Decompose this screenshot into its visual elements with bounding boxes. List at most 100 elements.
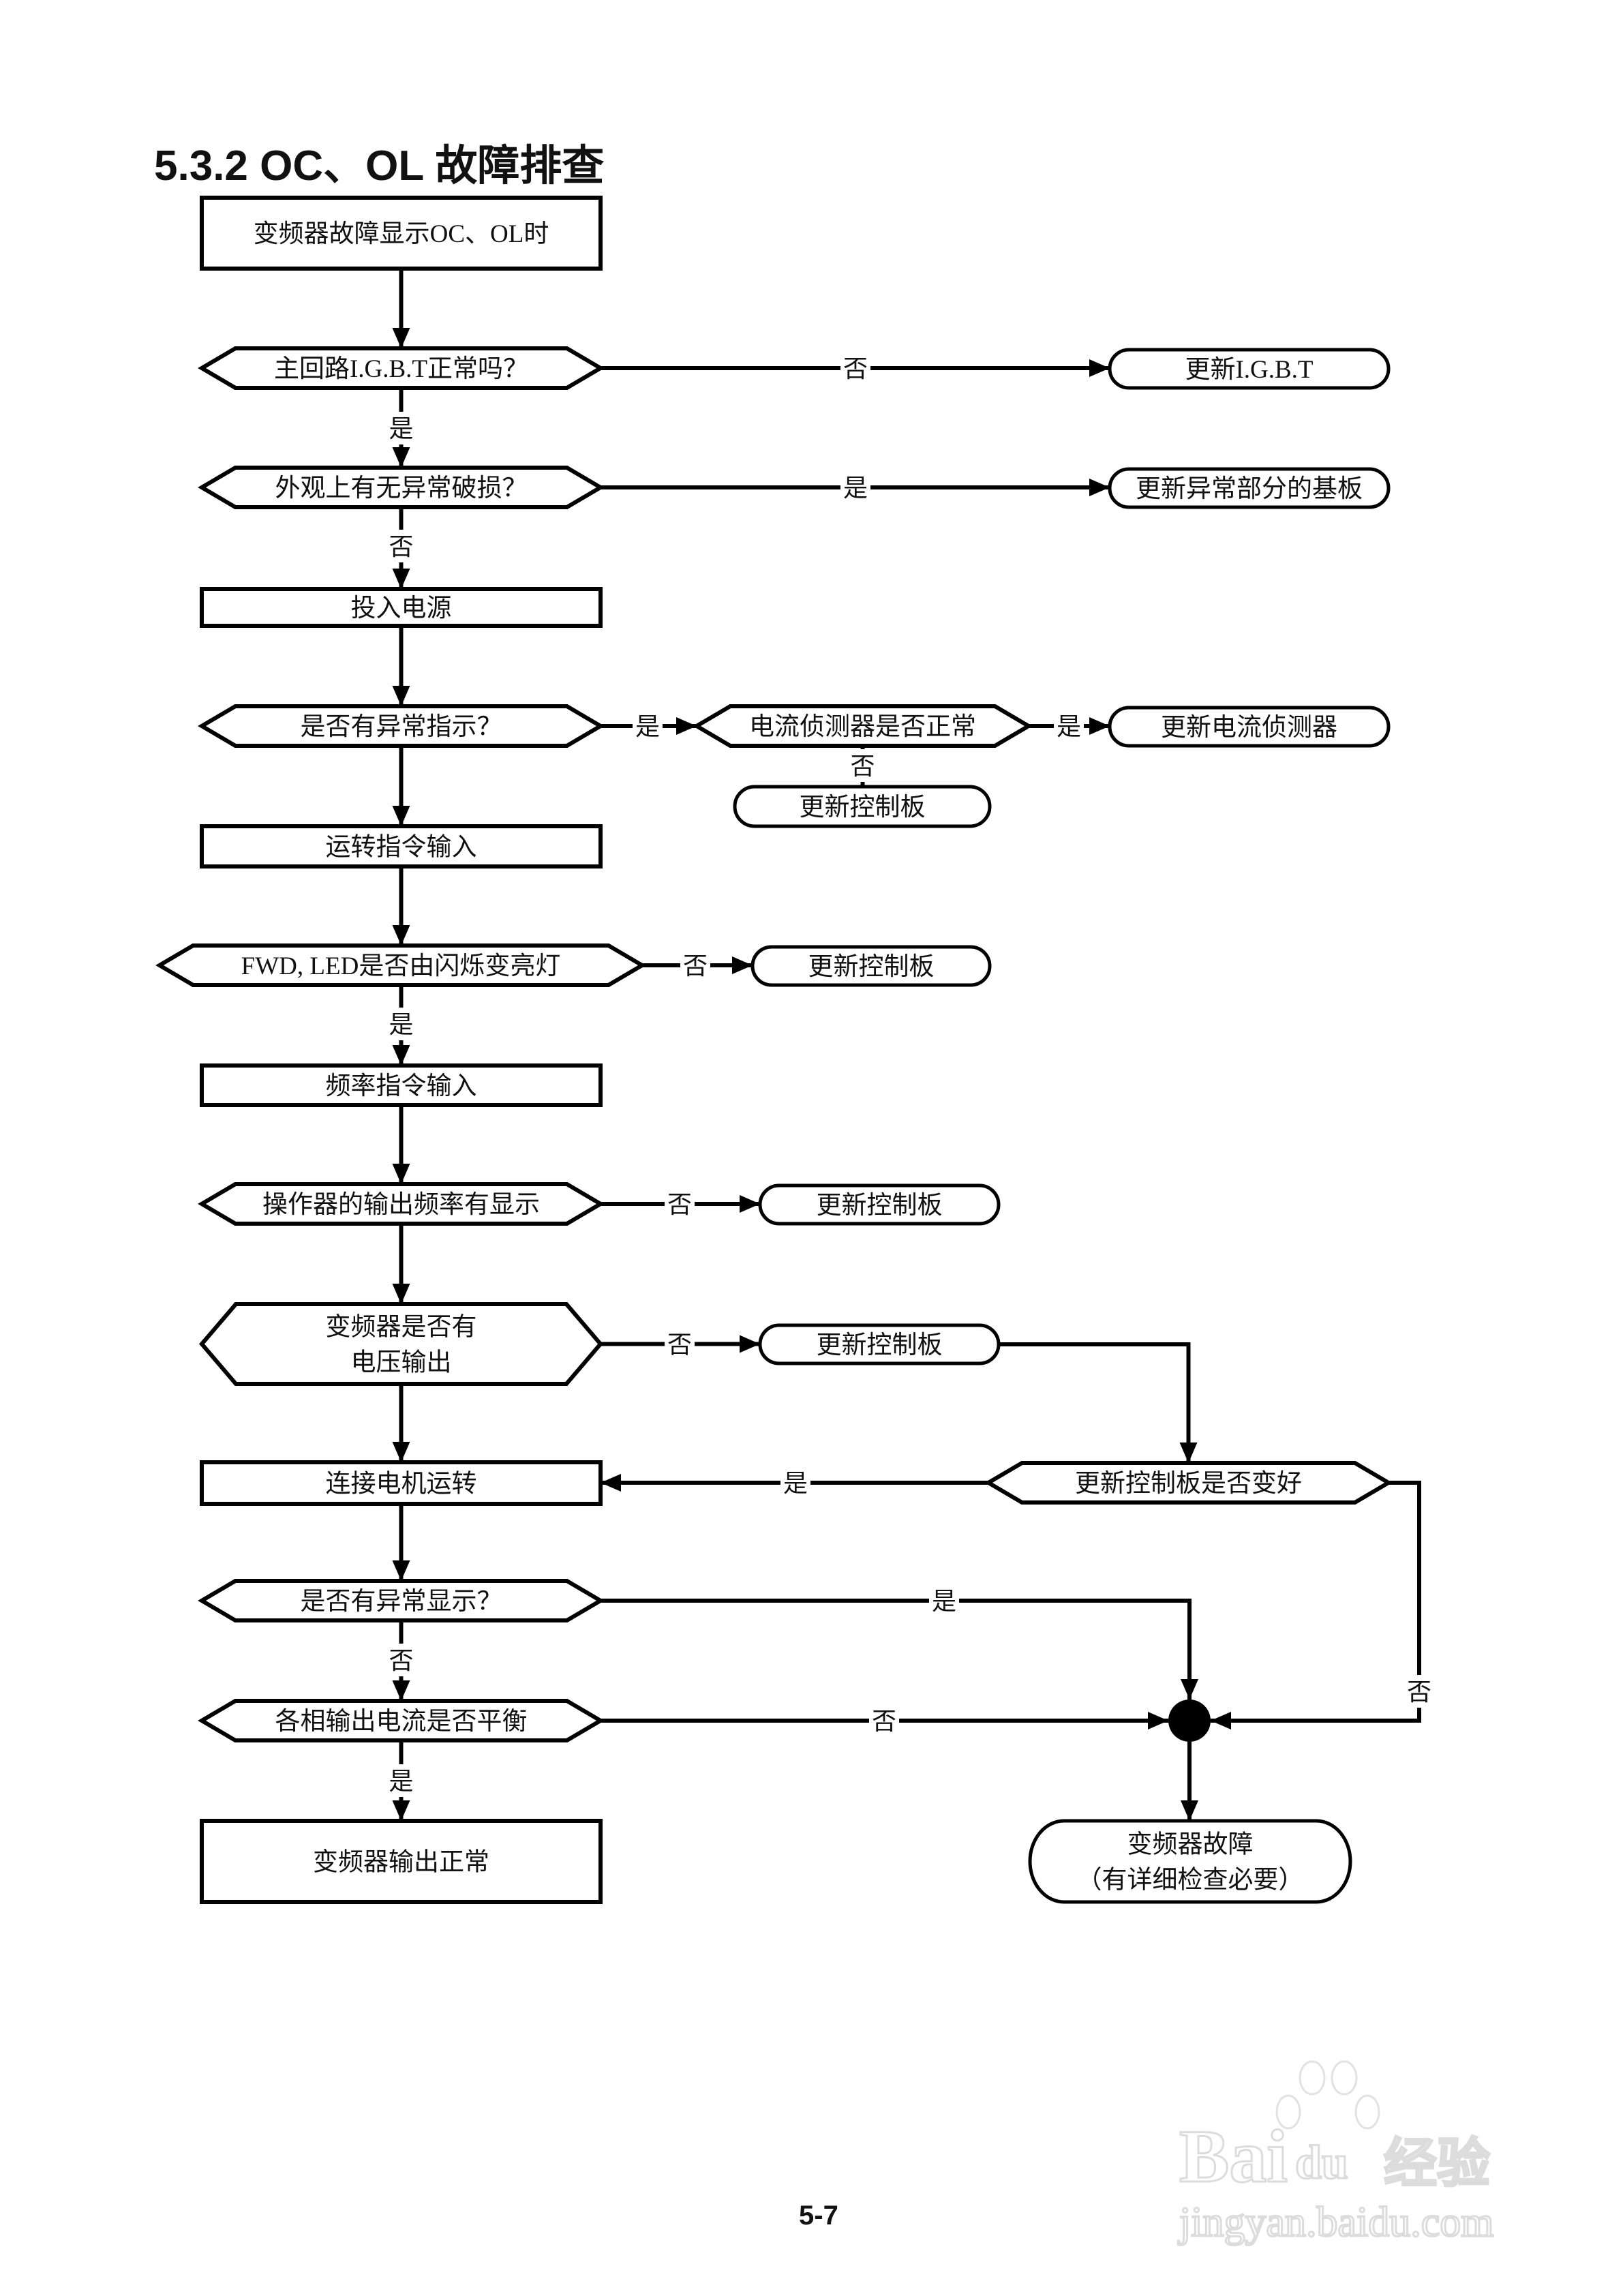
node-label: 是否有异常指示？ [301,713,502,741]
edge-label-bg [665,1327,695,1361]
arrowhead-icon [1089,717,1110,735]
node-label: 操作器的输出频率有显示 [262,1190,540,1219]
flow-node-p-ok: 变频器输出正常 [200,1819,603,1904]
edge-label-bg [847,749,878,782]
arrowhead-icon [392,1164,410,1184]
page-number: 5-7 [799,2201,838,2231]
arrowhead-icon [392,1045,410,1066]
node-label: 更新控制板 [817,1331,943,1359]
flow-node-d-indicator: 是否有异常指示？ [198,704,605,748]
node-label: 更新异常部分的基板 [1136,474,1363,503]
edge-label: 否 [389,1647,413,1674]
arrowhead-icon [676,717,697,735]
node-label: 变频器是否有 [326,1313,477,1342]
node-label: 投入电源 [351,594,452,622]
connector-line [1211,1481,1421,1723]
flow-node-t-igbt: 更新I.G.B.T [1108,348,1391,390]
edge-label: 否 [843,355,868,382]
connector-line [601,1599,1192,1700]
process-box [200,196,603,271]
node-label: 更新控制板 [817,1191,943,1220]
flow-node-p-power: 投入电源 [200,587,603,628]
arrowhead-icon [392,925,410,946]
edge-label-bg [665,1188,695,1220]
flow-node-d-better: 更新控制板是否变好 [984,1461,1393,1505]
node-label: 更新电流侦测器 [1161,713,1337,742]
edge-labels-layer: 否是是否是是否否是否否是否是否否是 [386,352,1434,1797]
arrowhead-icon [392,1284,410,1304]
edge-label: 否 [667,1191,692,1218]
node-label: 频率指令输入 [326,1072,477,1100]
process-box [200,1063,603,1107]
flow-node-d-abnormal: 是否有异常显示？ [198,1579,605,1622]
arrowhead-icon [740,1195,760,1213]
flow-node-t-ctrl1: 更新控制板 [733,785,992,828]
node-label: 变频器故障显示OC、OL时 [254,220,549,248]
edge-label-bg [386,1008,416,1040]
edge-label-bg [840,471,870,504]
flow-node-junction [1168,1700,1211,1742]
node-label: 电压输出 [351,1348,452,1377]
node-label: 更新控制板 [800,793,926,821]
flow-node-d-fwd: FWD, LED是否由闪烁变亮灯 [155,943,646,987]
decision-hexagon [198,1579,605,1622]
terminal-pill [1028,1819,1352,1904]
edge-label: 是 [783,1470,808,1497]
edge-label: 是 [389,1011,413,1038]
arrowhead-icon [601,1474,621,1492]
edge-better-no [1211,1481,1421,1729]
arrowhead-icon [1089,359,1110,377]
connector-line [999,1342,1191,1463]
node-label: 运转指令输入 [326,833,477,862]
edge-power-to-indicator [392,626,410,706]
flow-node-t-board: 更新异常部分的基板 [1108,467,1391,509]
node-label: （有详细检查必要） [1077,1866,1304,1894]
decision-hexagon [199,1302,603,1386]
edge-label: 是 [1057,713,1081,740]
edge-label-bg [633,710,663,742]
edge-abnormal-yes [601,1599,1198,1700]
section-title: 5.3.2 OC、OL 故障排查 [154,142,605,190]
edge-junction-to-fault [1181,1742,1198,1821]
flow-node-p-run: 运转指令输入 [200,824,603,868]
flow-node-p-freq: 频率指令输入 [200,1063,603,1107]
decision-hexagon [198,704,605,748]
arrowhead-icon [392,1800,410,1821]
edge-voltage-to-motor [392,1384,410,1462]
decision-hexagon [198,466,605,509]
edge-label-bg [386,1764,416,1797]
arrowhead-icon [1181,1679,1198,1700]
flow-node-p-motor: 连接电机运转 [200,1460,603,1506]
process-box [200,587,603,628]
arrowhead-icon [392,569,410,589]
decision-hexagon [693,704,1033,748]
arrowhead-icon [1089,479,1110,496]
flow-node-d-balance: 各相输出电流是否平衡 [198,1699,605,1742]
edge-motor-to-abnormal [392,1504,410,1581]
edge-label: 是 [389,415,413,442]
node-label: FWD, LED是否由闪烁变亮灯 [241,952,561,980]
terminal-pill [1108,467,1391,509]
flow-node-start: 变频器故障显示OC、OL时 [200,196,603,271]
edge-label: 否 [872,1708,896,1735]
process-box [200,824,603,868]
arrowhead-icon [1181,1800,1198,1821]
edge-label: 是 [843,474,868,502]
arrowhead-icon [392,1680,410,1701]
arrowhead-icon [1179,1442,1198,1463]
arrowhead-icon [392,806,410,826]
terminal-pill [758,1323,1001,1365]
edge-label: 否 [683,952,708,980]
node-label: 电流侦测器是否正常 [749,713,976,741]
node-label: 更新控制板 [808,952,935,981]
edge-label-bg [1054,710,1084,742]
flow-node-d-sensor: 电流侦测器是否正常 [693,704,1033,748]
node-label: 更新控制板是否变好 [1075,1469,1302,1498]
decision-hexagon [198,1182,605,1226]
terminal-pill [1108,706,1391,748]
edge-freq-to-display [392,1105,410,1184]
flow-node-t-fault: 变频器故障（有详细检查必要） [1028,1819,1352,1904]
